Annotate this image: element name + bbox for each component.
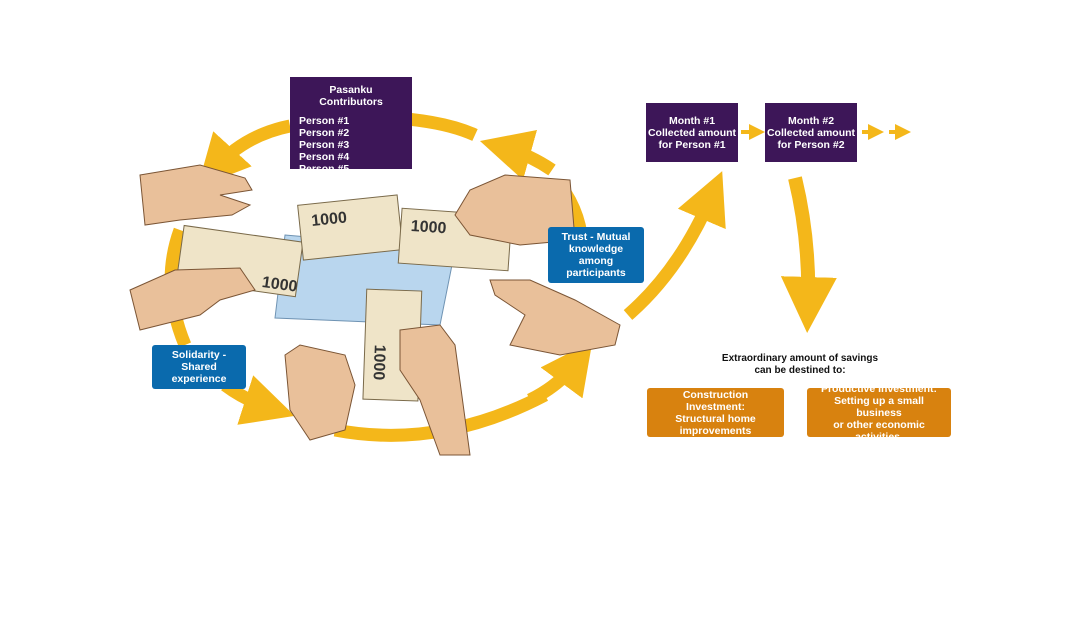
month-line: for Person #1 bbox=[658, 138, 726, 151]
solidarity-label: Solidarity - Shared experience bbox=[152, 345, 246, 389]
month-line: Collected amount bbox=[647, 126, 737, 139]
investment-line: Structural home bbox=[675, 412, 756, 425]
cycle-arrow-top-left bbox=[197, 119, 292, 188]
month-line: Collected amount bbox=[766, 126, 856, 139]
trust-label-line: knowledge among bbox=[568, 243, 624, 267]
trust-label-line: participants bbox=[566, 267, 626, 279]
month-title: Month #2 bbox=[787, 114, 835, 127]
list-item: Person #2 bbox=[299, 127, 350, 139]
productive-investment-box: Productive Investment: Setting up a smal… bbox=[807, 383, 951, 443]
month-1-box: Month #1 Collected amount for Person #1 bbox=[646, 103, 738, 162]
hand-left-holding bbox=[129, 267, 256, 331]
svg-text:1000: 1000 bbox=[370, 344, 388, 380]
investment-title: Productive Investment: bbox=[820, 382, 938, 395]
cycle-arrow-top-right bbox=[479, 129, 556, 181]
hand-right-reaching bbox=[489, 279, 621, 356]
list-item: Person #5 bbox=[299, 163, 350, 175]
list-item: Person #4 bbox=[299, 151, 350, 163]
savings-note-line: can be destined to: bbox=[754, 365, 846, 376]
svg-text:1000: 1000 bbox=[311, 209, 348, 230]
investment-line: or other economic activities. bbox=[833, 418, 925, 443]
contributors-list: Person #1 Person #2 Person #3 Person #4 … bbox=[299, 115, 403, 175]
savings-note-line: Extraordinary amount of savings bbox=[721, 353, 879, 364]
month-line: for Person #2 bbox=[777, 138, 845, 151]
svg-text:1000: 1000 bbox=[410, 218, 447, 237]
list-item: Person #1 bbox=[299, 115, 350, 127]
svg-text:1000: 1000 bbox=[261, 274, 299, 296]
banknote-2: 1000 bbox=[297, 194, 404, 261]
savings-note: Extraordinary amount of savings can be d… bbox=[700, 353, 900, 377]
contributors-title: Pasanku Contributors bbox=[319, 84, 383, 108]
trust-label: Trust - Mutual knowledge among participa… bbox=[548, 227, 644, 283]
hand-bottom-right-holding bbox=[399, 324, 471, 456]
list-item: Person #3 bbox=[299, 139, 350, 151]
investment-line: improvements bbox=[679, 424, 752, 437]
flow-arrow-to-savings bbox=[780, 176, 837, 333]
contributors-box: Pasanku Contributors Person #1 Person #2… bbox=[290, 77, 412, 175]
cycle-arrow-bottom-right bbox=[527, 341, 593, 406]
month-title: Month #1 bbox=[668, 114, 716, 127]
trust-label-line: Trust - Mutual bbox=[561, 231, 631, 243]
investment-line: Setting up a small business bbox=[834, 394, 924, 419]
month-2-box: Month #2 Collected amount for Person #2 bbox=[765, 103, 857, 162]
solidarity-label-line: Solidarity - Shared bbox=[171, 349, 227, 373]
hand-bottom-open bbox=[284, 344, 356, 441]
hand-upper-left bbox=[139, 164, 253, 226]
flow-arrow-to-months bbox=[623, 171, 726, 320]
construction-investment-box: Construction Investment: Structural home… bbox=[647, 388, 784, 437]
solidarity-label-line: experience bbox=[171, 373, 227, 385]
investment-title: Construction Investment: bbox=[682, 388, 749, 413]
